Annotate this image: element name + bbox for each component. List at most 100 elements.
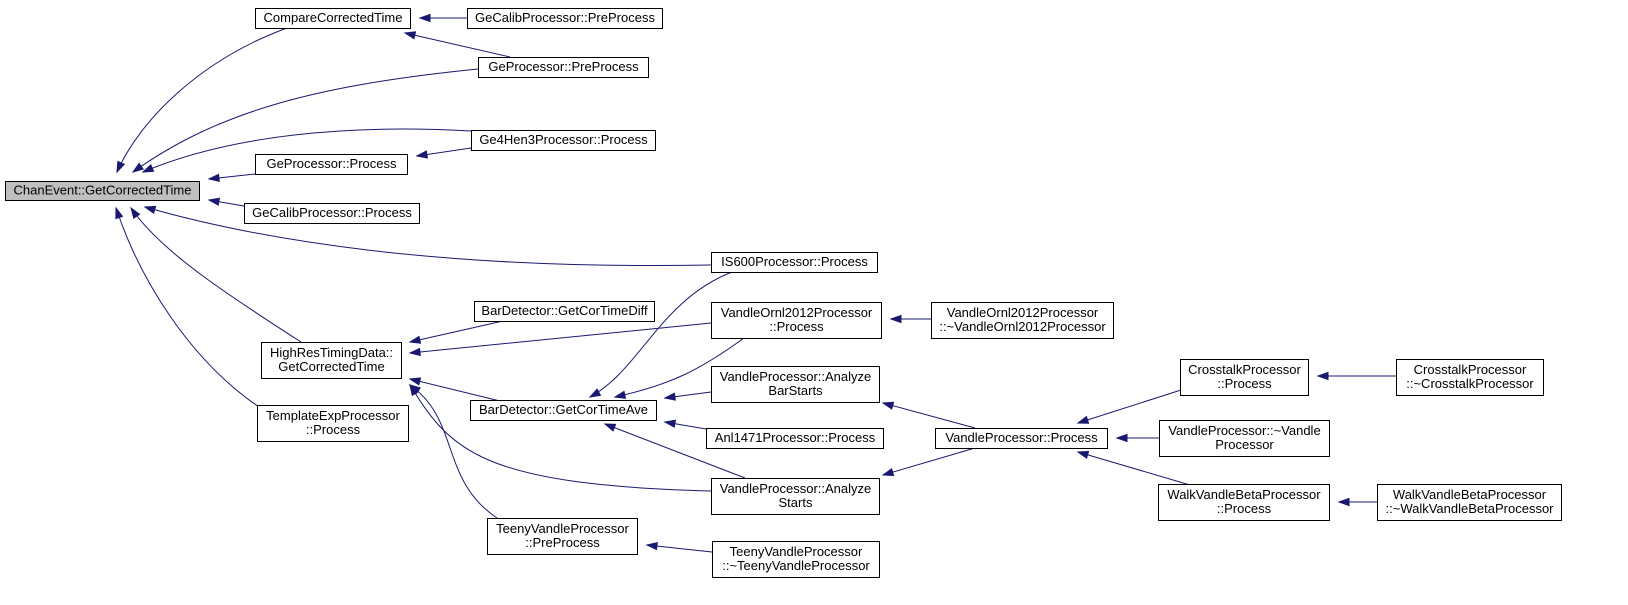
edge-line: [882, 447, 976, 476]
edge-line: [409, 384, 498, 519]
graph-node-bd_diff[interactable]: BarDetector::GetCorTimeDiff: [474, 301, 655, 322]
edge-arrowhead: [116, 160, 126, 174]
node-label: TeenyVandleProcessor: [730, 544, 863, 559]
node-box[interactable]: [478, 57, 649, 78]
node-box[interactable]: [470, 400, 657, 421]
edge-arrowhead: [207, 197, 221, 206]
graph-node-bd_ave[interactable]: BarDetector::GetCorTimeAve: [470, 400, 657, 421]
graph-node-gecal_proc[interactable]: GeCalibProcessor::Process: [244, 203, 420, 224]
graph-node-is600[interactable]: IS600Processor::Process: [711, 252, 878, 273]
graph-node-vo2012_d[interactable]: VandleOrnl2012Processor::~VandleOrnl2012…: [931, 302, 1114, 339]
edge-arrowhead: [408, 384, 422, 395]
graph-node-ct_proc[interactable]: CrosstalkProcessor::Process: [1180, 359, 1309, 396]
node-box[interactable]: [1180, 359, 1309, 396]
edge-is600-to-root: [143, 205, 712, 267]
edge-gecal_pre-to-cct: [418, 13, 467, 23]
node-label: ::Process: [1217, 376, 1272, 391]
edge-line: [409, 378, 501, 402]
graph-node-wvb_d[interactable]: WalkVandleBetaProcessor::~WalkVandleBeta…: [1377, 484, 1562, 521]
node-box[interactable]: [471, 130, 656, 151]
graph-node-teeny_pre[interactable]: TeenyVandleProcessor::PreProcess: [487, 518, 638, 555]
graph-node-ge_proc[interactable]: GeProcessor::Process: [255, 154, 408, 175]
edge-line: [409, 320, 504, 343]
edges-layer: [115, 13, 1396, 553]
edge-line: [614, 337, 745, 398]
node-label: BarDetector::GetCorTimeAve: [479, 402, 648, 417]
edge-arrowhead: [130, 206, 141, 220]
edge-vo2012-to-hrtd: [408, 322, 712, 357]
graph-node-gecal_pre[interactable]: GeCalibProcessor::PreProcess: [467, 8, 663, 29]
node-label: CrosstalkProcessor: [1188, 362, 1301, 377]
node-label: ::Process: [306, 422, 361, 437]
edge-line: [116, 27, 288, 173]
graph-node-texp[interactable]: TemplateExpProcessor::Process: [257, 405, 409, 442]
node-label: ::~VandleOrnl2012Processor: [939, 319, 1106, 334]
edge-arrowhead: [889, 314, 902, 324]
graph-node-hrtd[interactable]: HighResTimingData::GetCorrectedTime: [261, 342, 402, 379]
graph-node-vp_proc[interactable]: VandleProcessor::Process: [935, 428, 1108, 449]
node-box[interactable]: [255, 8, 411, 29]
node-label: ::Process: [769, 319, 824, 334]
node-box[interactable]: [1377, 484, 1562, 521]
node-label: HighResTimingData::: [270, 345, 393, 360]
edge-line: [646, 544, 713, 553]
node-box[interactable]: [467, 8, 663, 29]
node-box[interactable]: [711, 366, 880, 403]
node-box[interactable]: [935, 428, 1108, 449]
node-label: VandleProcessor::Process: [945, 430, 1098, 445]
graph-node-ge_pre[interactable]: GeProcessor::PreProcess: [478, 57, 649, 78]
edge-teeny_pre-to-hrtd: [408, 384, 498, 519]
edge-arrowhead: [663, 392, 676, 401]
node-box[interactable]: [931, 302, 1114, 339]
graph-node-anl1471[interactable]: Anl1471Processor::Process: [706, 428, 884, 449]
node-box[interactable]: [487, 518, 638, 555]
graph-node-cct[interactable]: CompareCorrectedTime: [255, 8, 411, 29]
graph-node-wvb_proc[interactable]: WalkVandleBetaProcessor::Process: [1158, 484, 1330, 521]
node-box[interactable]: [1396, 359, 1544, 396]
graph-node-ge4hen3[interactable]: Ge4Hen3Processor::Process: [471, 130, 656, 151]
edge-arrowhead: [881, 468, 895, 477]
edge-arrowhead: [207, 173, 220, 183]
edge-is600-to-bd_ave: [588, 271, 733, 398]
node-box[interactable]: [711, 478, 880, 515]
edge-arrowhead: [115, 206, 124, 220]
node-label: GeCalibProcessor::Process: [252, 205, 412, 220]
graph-node-vo2012[interactable]: VandleOrnl2012Processor::Process: [711, 302, 882, 339]
graph-node-vp_d[interactable]: VandleProcessor::~VandleProcessor: [1159, 420, 1330, 457]
node-box[interactable]: [255, 154, 408, 175]
node-label: Processor: [1215, 437, 1274, 452]
node-box[interactable]: [257, 405, 409, 442]
graph-node-teeny_d[interactable]: TeenyVandleProcessor::~TeenyVandleProces…: [712, 541, 880, 578]
node-label: VandleProcessor::Analyze: [720, 481, 872, 496]
edge-line: [132, 68, 479, 173]
node-box[interactable]: [712, 541, 880, 578]
node-label: ::~WalkVandleBetaProcessor: [1386, 501, 1555, 516]
node-box[interactable]: [261, 342, 402, 379]
edge-ge4hen3-to-ge_proc: [415, 147, 472, 159]
node-box[interactable]: [706, 428, 884, 449]
node-box[interactable]: [1158, 484, 1330, 521]
node-box[interactable]: [711, 302, 882, 339]
node-box[interactable]: [5, 181, 200, 201]
node-box[interactable]: [244, 203, 420, 224]
node-label: ::~CrosstalkProcessor: [1406, 376, 1534, 391]
edge-wvb_d-to-wvb_proc: [1337, 497, 1377, 507]
node-label: ChanEvent::GetCorrectedTime: [14, 183, 192, 198]
edge-vp_as-to-bd_ave: [603, 423, 746, 479]
node-label: GetCorrectedTime: [278, 359, 384, 374]
node-box[interactable]: [711, 252, 878, 273]
graph-root-node[interactable]: ChanEvent::GetCorrectedTime: [5, 181, 200, 201]
node-box[interactable]: [1159, 420, 1330, 457]
node-label: TemplateExpProcessor: [266, 408, 400, 423]
node-label: GeProcessor::PreProcess: [488, 59, 639, 74]
graph-node-ct_d[interactable]: CrosstalkProcessor::~CrosstalkProcessor: [1396, 359, 1544, 396]
edge-line: [142, 128, 472, 173]
edge-line: [115, 207, 260, 408]
edge-line: [589, 271, 733, 398]
node-label: VandleOrnl2012Processor: [947, 305, 1099, 320]
node-box[interactable]: [474, 301, 655, 322]
edge-arrowhead: [131, 162, 144, 173]
node-label: ::Process: [1217, 501, 1272, 516]
